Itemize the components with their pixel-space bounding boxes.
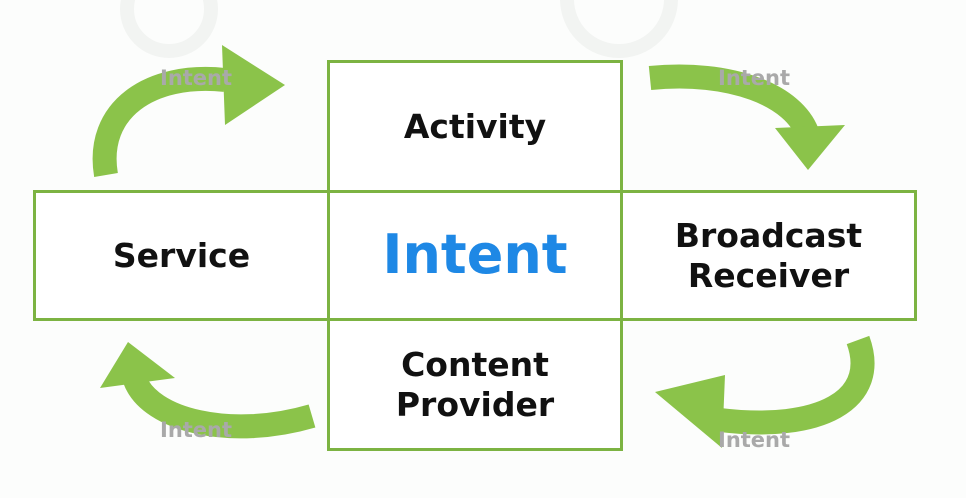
arrow-top-left-icon (92, 45, 285, 177)
content-provider-line2: Provider (395, 384, 555, 424)
broadcast-receiver-label: Broadcast Receiver (675, 216, 862, 295)
arrow-label-top-left: Intent (160, 66, 233, 90)
arrow-top-right-icon (648, 64, 845, 170)
arrow-bottom-right-icon (655, 335, 875, 448)
arrow-bottom-left-icon (100, 342, 316, 439)
broadcast-receiver-line1: Broadcast (674, 215, 863, 255)
service-label: Service (112, 235, 251, 275)
arrow-label-bottom-right: Intent (718, 428, 791, 452)
broadcast-receiver-box: Broadcast Receiver (620, 190, 917, 321)
activity-box: Activity (327, 60, 623, 193)
broadcast-receiver-line2: Receiver (687, 255, 850, 295)
content-provider-line1: Content (401, 344, 549, 384)
service-box: Service (33, 190, 330, 321)
arrow-label-top-right: Intent (718, 66, 791, 90)
intent-box: Intent (327, 190, 623, 321)
content-provider-box: Content Provider (327, 318, 623, 451)
arrow-label-bottom-left: Intent (160, 418, 233, 442)
activity-label: Activity (403, 106, 547, 146)
content-provider-label: Content Provider (396, 345, 554, 424)
intent-center-label: Intent (382, 223, 568, 287)
